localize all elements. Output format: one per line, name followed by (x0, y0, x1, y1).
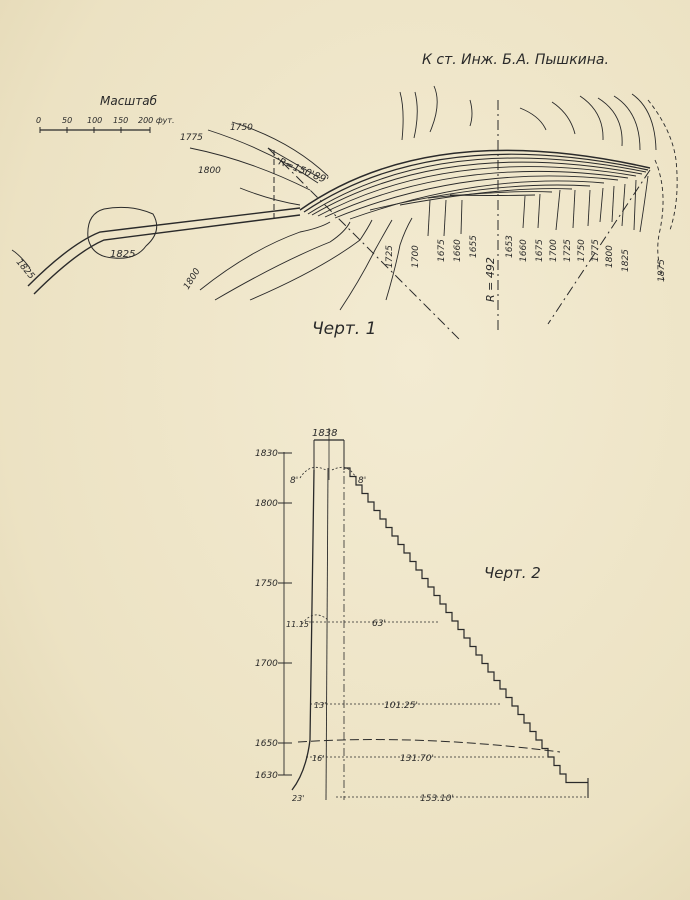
water-level-line (297, 739, 561, 753)
contour-label-r13: 1875 (657, 259, 667, 282)
contour-label-r3: 1655 (469, 235, 479, 258)
top-elevation: 1838 (312, 428, 337, 439)
elev-label-1830: 1830 (255, 449, 278, 459)
scale-tick-3: 150 (113, 116, 128, 125)
downstream-stepped-face (344, 467, 588, 784)
figure-1: Масштаб 0 50 100 150 200 фут. (11, 85, 678, 341)
dim-left-4: 23' (292, 794, 304, 803)
elev-label-1650: 1650 (255, 739, 278, 749)
elev-label-1800: 1800 (255, 499, 278, 509)
figure-2-caption: Черт. 2 (484, 564, 541, 582)
elevation-axis: 1830 1800 1750 1700 1650 1630 (255, 449, 292, 781)
elev-label-1750: 1750 (255, 579, 278, 589)
radius-left-label: R=150'89' (277, 157, 330, 187)
radius-center-label: R = 492 (484, 257, 497, 302)
contour-labels: 1775 1750 1800 1825 1825 1800 1725 1700 … (14, 123, 667, 292)
dimension-lines (301, 614, 588, 798)
construction-lines (267, 100, 651, 341)
author-note: К ст. Инж. Б.А. Пышкина. (422, 52, 609, 68)
contour-label-r8: 1725 (563, 239, 573, 262)
dim-left-1: 11.15' (286, 620, 311, 629)
contour-lines (11, 85, 678, 311)
dim-right-2: 101.25' (384, 701, 418, 711)
contour-label-r5: 1660 (519, 239, 529, 262)
scale-tick-2: 100 (87, 116, 102, 125)
contour-label-r9: 1750 (577, 239, 587, 262)
dim-right-3: 131.70' (400, 754, 434, 764)
dam-arcs (299, 149, 651, 220)
scale-tick-1: 50 (62, 116, 72, 125)
elev-label-1700: 1700 (255, 659, 278, 669)
scale-bar: Масштаб 0 50 100 150 200 фут. (36, 94, 175, 133)
dim-right-1: 63' (372, 619, 386, 629)
contour-label-1800: 1800 (198, 166, 221, 176)
scale-tick-4: 200 фут. (138, 116, 175, 125)
scale-tick-0: 0 (36, 116, 41, 125)
crest-width-left: 8' (290, 476, 298, 486)
figure-1-caption: Черт. 1 (312, 319, 376, 339)
contour-label-1800-low: 1800 (182, 267, 203, 292)
dim-left-2: 13' (314, 701, 326, 710)
contour-label-r12: 1825 (621, 249, 631, 272)
hill-outline (87, 206, 158, 259)
contour-label-1725-left: 1725 (385, 245, 395, 268)
dim-left-3: 16' (312, 754, 324, 763)
contour-label-1775: 1775 (180, 133, 203, 143)
crest-width-right: 8' (358, 476, 366, 486)
contour-label-r6: 1675 (535, 239, 545, 262)
contour-label-r10: 1775 (591, 239, 601, 262)
road (27, 207, 301, 295)
upstream-face (291, 469, 315, 791)
contour-label-r0: 1700 (411, 245, 421, 268)
contour-label-1750: 1750 (230, 123, 253, 133)
elev-label-1630: 1630 (255, 771, 278, 781)
scale-title: Масштаб (100, 94, 158, 108)
contour-label-r2: 1660 (453, 239, 463, 262)
contour-label-r11: 1800 (605, 245, 615, 268)
contour-label-1825-hill: 1825 (110, 249, 135, 260)
contour-label-r7: 1700 (549, 239, 559, 262)
contour-label-r1: 1675 (437, 239, 447, 262)
dim-right-4: 153.10' (420, 794, 454, 804)
contour-label-r4: 1653 (505, 235, 515, 258)
figure-2: 1838 1830 1800 1750 1700 1650 1630 (255, 428, 589, 804)
axis-line (325, 467, 329, 801)
contour-label-1825-road: 1825 (14, 258, 37, 282)
